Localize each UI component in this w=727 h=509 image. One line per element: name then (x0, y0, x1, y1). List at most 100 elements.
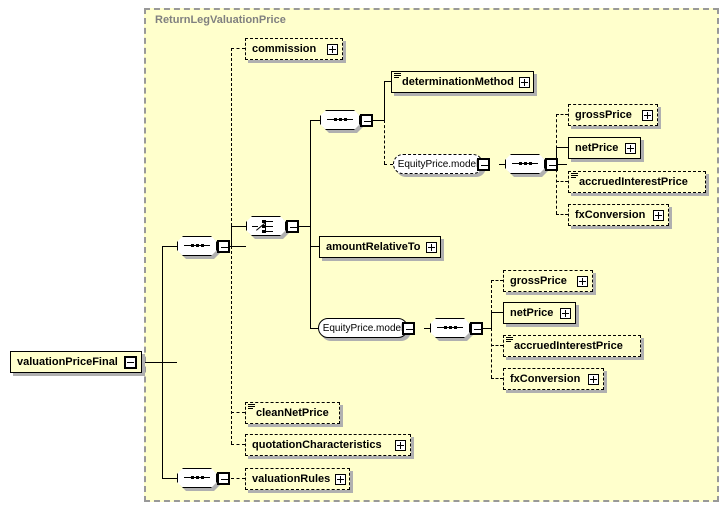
element-label: fxConversion (510, 372, 581, 385)
optional-connector (231, 48, 232, 246)
minus-icon[interactable] (402, 322, 415, 335)
compositor-choice-sequence[interactable] (320, 110, 373, 133)
plus-icon[interactable] (653, 209, 664, 221)
element-valuation-rules[interactable]: valuationRules (245, 468, 350, 490)
element-accrued-interest-price-upper[interactable]: accruedInterestPrice (568, 171, 706, 193)
element-accrued-interest-price-lower[interactable]: accruedInterestPrice (503, 335, 641, 357)
connector (373, 120, 385, 121)
plus-icon[interactable] (425, 241, 437, 253)
element-label: accruedInterestPrice (579, 175, 688, 188)
connector (556, 147, 568, 148)
connector (384, 81, 392, 82)
connector (491, 312, 492, 329)
element-gross-price-lower[interactable]: grossPrice (503, 270, 593, 292)
compositor-choice[interactable] (246, 216, 299, 239)
optional-connector (384, 120, 385, 164)
element-label: grossPrice (575, 108, 632, 121)
connector (310, 120, 311, 329)
element-label: quotationCharacteristics (252, 438, 382, 451)
plus-icon[interactable] (642, 109, 653, 121)
element-label: netPrice (575, 141, 619, 154)
choice-icon (252, 220, 280, 233)
connector (558, 164, 567, 165)
connector (556, 147, 557, 165)
compositor-upper-model-sequence[interactable] (505, 154, 558, 177)
optional-connector (491, 280, 492, 328)
minus-icon[interactable] (545, 158, 558, 171)
element-quotation-characteristics[interactable]: quotationCharacteristics (245, 434, 411, 456)
optional-connector (556, 214, 568, 215)
element-label: commission (252, 42, 317, 55)
complex-content-icon (248, 404, 255, 410)
optional-connector (491, 345, 503, 346)
plus-icon[interactable] (588, 373, 599, 385)
element-gross-price-upper[interactable]: grossPrice (568, 104, 658, 126)
group-label: EquityPrice.model (393, 154, 483, 174)
optional-connector (231, 444, 245, 445)
element-valuation-price-final[interactable]: valuationPriceFinal (10, 351, 142, 373)
connector (499, 164, 506, 165)
minus-icon[interactable] (217, 472, 230, 485)
element-fx-conversion-lower[interactable]: fxConversion (503, 368, 604, 390)
connector (142, 362, 177, 363)
optional-connector (491, 378, 503, 379)
plus-icon[interactable] (625, 142, 636, 154)
element-label: determinationMethod (402, 75, 514, 88)
element-amount-relative-to[interactable]: amountRelativeTo (319, 236, 441, 258)
connector (230, 246, 246, 247)
minus-icon[interactable] (470, 322, 483, 335)
connector (162, 246, 163, 363)
connector (384, 81, 385, 121)
plus-icon[interactable] (577, 275, 588, 287)
connector (310, 246, 322, 247)
element-net-price-upper[interactable]: netPrice (568, 137, 641, 159)
minus-icon[interactable] (124, 355, 137, 369)
group-label: EquityPrice.model (318, 318, 408, 338)
element-determination-method[interactable]: determinationMethod (391, 71, 534, 93)
element-label: fxConversion (575, 208, 646, 221)
element-net-price-lower[interactable]: netPrice (503, 302, 576, 324)
minus-icon[interactable] (217, 240, 230, 253)
compositor-lower-model-sequence[interactable] (430, 318, 483, 341)
element-commission[interactable]: commission (245, 38, 343, 60)
connector (162, 478, 177, 479)
plus-icon[interactable] (335, 473, 347, 485)
optional-connector (556, 181, 568, 182)
optional-connector (231, 412, 245, 413)
element-label: amountRelativeTo (326, 240, 421, 253)
sequence-icon (512, 162, 538, 165)
element-label: valuationPriceFinal (17, 355, 118, 368)
optional-connector (491, 280, 503, 281)
compositor-root-sequence[interactable] (177, 236, 230, 259)
minus-icon[interactable] (477, 158, 490, 171)
compositor-valuation-rules-sequence[interactable] (177, 468, 230, 491)
group-equity-price-model-lower[interactable]: EquityPrice.model (318, 318, 415, 341)
plus-icon[interactable] (327, 43, 338, 55)
connector (310, 120, 322, 121)
group-equity-price-model-upper[interactable]: EquityPrice.model (393, 154, 490, 177)
minus-icon[interactable] (360, 114, 373, 127)
connector (299, 226, 311, 227)
optional-connector (556, 114, 557, 164)
plus-icon[interactable] (395, 439, 406, 451)
optional-connector (384, 164, 393, 165)
element-label: valuationRules (252, 472, 331, 485)
plus-icon[interactable] (560, 307, 571, 319)
connector (424, 328, 431, 329)
connector (231, 226, 248, 227)
optional-connector (491, 328, 492, 378)
sequence-icon (327, 118, 353, 121)
connector (231, 226, 232, 246)
element-clean-net-price[interactable]: cleanNetPrice (245, 402, 340, 424)
connector (310, 328, 322, 329)
element-label: netPrice (510, 306, 554, 319)
plus-icon[interactable] (518, 76, 530, 88)
optional-connector (556, 114, 568, 115)
optional-connector (231, 246, 232, 444)
optional-connector (231, 478, 245, 479)
minus-icon[interactable] (286, 220, 299, 233)
optional-connector (231, 48, 245, 49)
element-fx-conversion-upper[interactable]: fxConversion (568, 204, 669, 226)
sequence-icon (184, 476, 210, 479)
